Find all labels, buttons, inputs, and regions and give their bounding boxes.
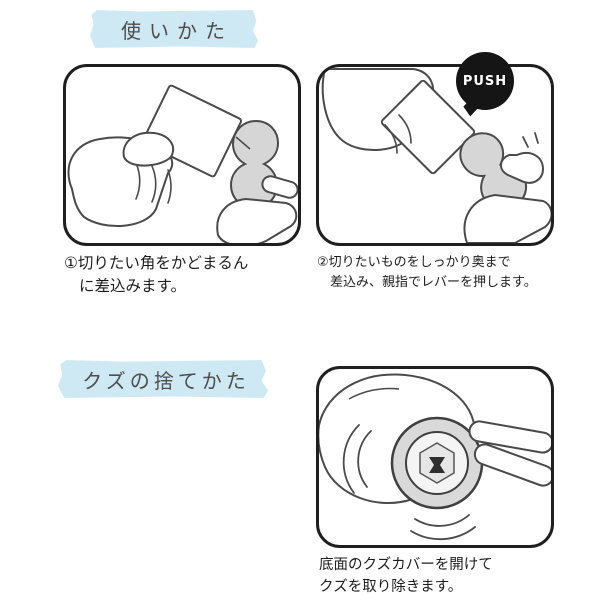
- disposal-heading-tape: クズの捨てかた: [58, 360, 268, 398]
- disposal-caption-line1: 底面のクズカバーを開けて: [319, 557, 493, 573]
- step2-card: [380, 79, 476, 175]
- motion-lines-bottom: [410, 514, 476, 541]
- disposal-panel: [316, 366, 554, 548]
- step1-caption-line2: に差込みます。: [79, 277, 186, 296]
- disposal-caption-line2: クズを取り除きます。: [319, 578, 463, 595]
- step2-caption-line1: ②切りたいものをしっかり奥まで: [317, 255, 511, 270]
- step2-pressing-hand: [463, 151, 551, 243]
- step2-illustration: [321, 68, 551, 243]
- step1-illustration: [67, 84, 298, 243]
- push-badge-label: PUSH: [462, 73, 508, 89]
- motion-lines-left: [342, 424, 372, 494]
- step2-finger-lines: [384, 114, 412, 154]
- disposal-heading-label: クズの捨てかた: [82, 368, 250, 393]
- step1-caption-line1: ①切りたい角をかどまるん: [64, 254, 249, 272]
- step2-panel: [316, 64, 554, 246]
- usage-heading-label: 使いかた: [121, 18, 233, 43]
- usage-heading-tape: 使いかた: [90, 10, 258, 48]
- step1-corner-punch-device: [229, 119, 280, 210]
- step2-caption: ②切りたいものをしっかり奥まで 差込み、親指でレバーを押します。: [317, 253, 537, 293]
- step2-press-motion-lines: [522, 132, 539, 148]
- step1-support-hand: [216, 175, 298, 243]
- disposal-right-fingers: [468, 420, 551, 487]
- step1-caption: ①切りたい角をかどまるん に差込みます。: [64, 252, 248, 299]
- push-badge: PUSH: [456, 52, 514, 110]
- step1-thumb: [122, 131, 174, 167]
- disposal-device-bottom: [390, 416, 484, 510]
- disposal-caption: 底面のクズカバーを開けて クズを取り除きます。: [319, 555, 493, 599]
- disposal-illustration: [319, 373, 551, 541]
- step1-panel: [63, 64, 301, 246]
- step2-caption-line2: 差込み、親指でレバーを押します。: [330, 275, 537, 291]
